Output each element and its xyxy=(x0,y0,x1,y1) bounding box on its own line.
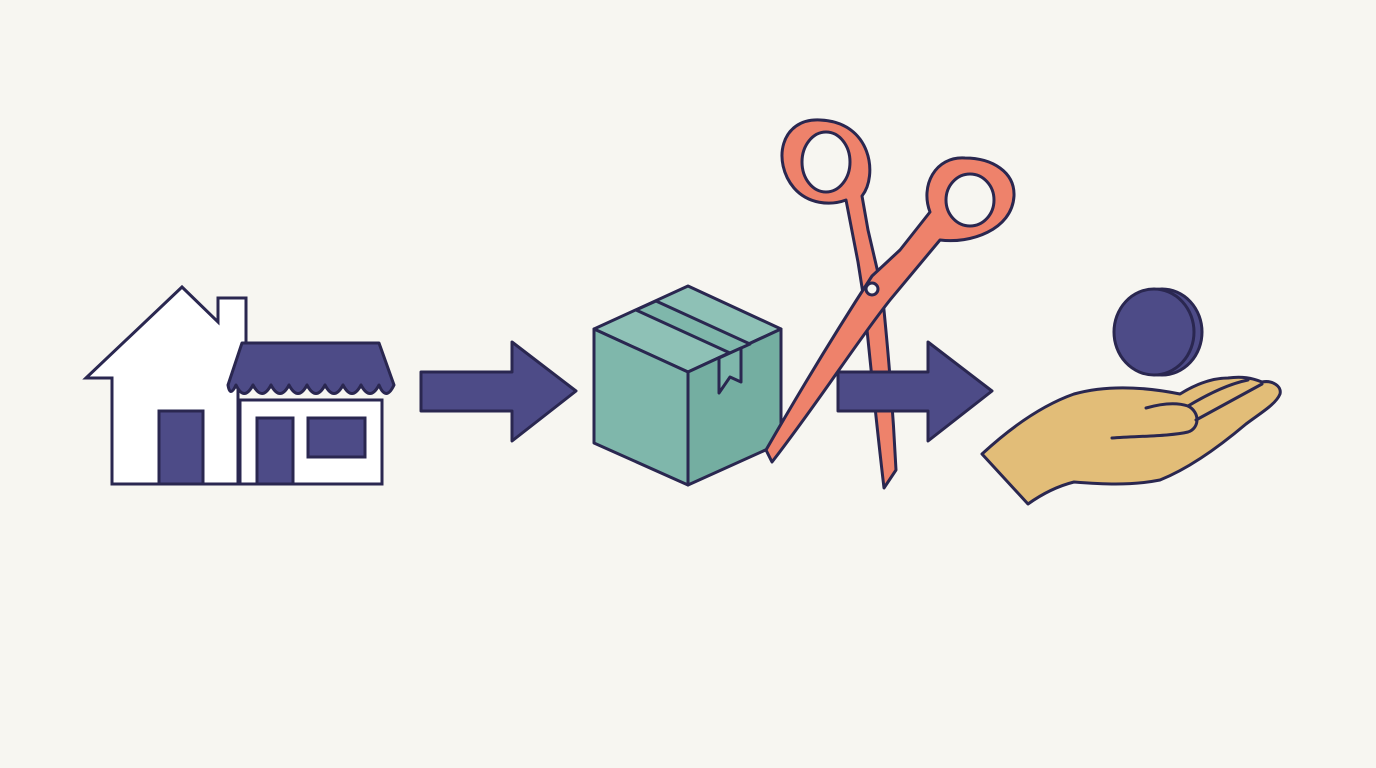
arrow-right-icon xyxy=(419,340,578,443)
shop-awning xyxy=(226,341,396,395)
open-hand-icon xyxy=(980,375,1282,506)
shop-icon xyxy=(226,341,396,486)
scissors-right-handle xyxy=(764,156,1016,464)
shop-door xyxy=(255,416,295,486)
shop-window xyxy=(306,416,367,459)
coin-icon xyxy=(1112,287,1204,377)
house-door xyxy=(157,409,205,486)
house-and-shop-icon xyxy=(82,284,396,486)
cardboard-box-icon xyxy=(592,284,783,487)
house-icon xyxy=(82,284,248,486)
arrow-right-icon xyxy=(836,340,994,443)
hand-receiving-coin-icon xyxy=(980,287,1282,506)
scissors-pivot xyxy=(864,281,880,297)
scissors-icon xyxy=(764,118,1016,490)
